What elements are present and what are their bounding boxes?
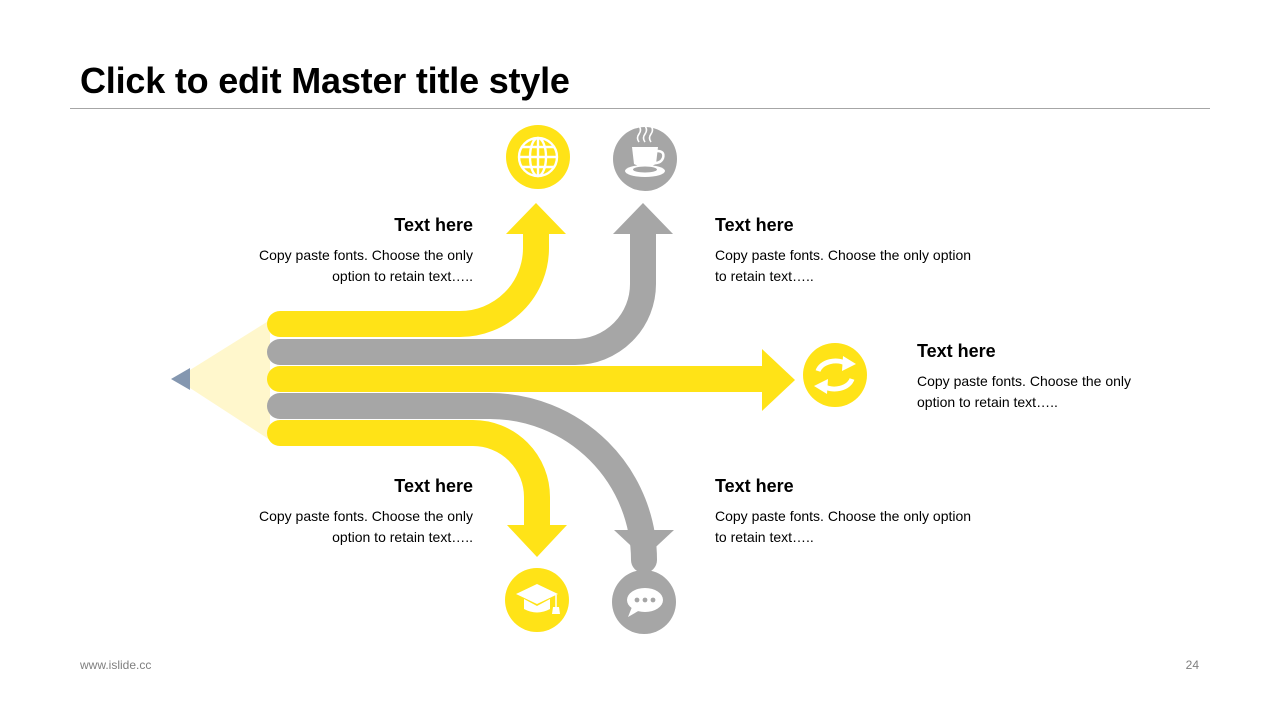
page-number: 24 (1185, 658, 1199, 672)
slide-title[interactable]: Click to edit Master title style (80, 60, 570, 101)
block-body-line: Copy paste fonts. Choose the only (258, 508, 473, 524)
block-body-line: option to retain text….. (332, 268, 473, 284)
block-body-line: Copy paste fonts. Choose the only (917, 373, 1132, 389)
arrow-gray-down (267, 393, 674, 573)
pencil-wood (190, 320, 270, 440)
block-body-line: to retain text….. (715, 268, 814, 284)
arrow-yellow-up (267, 203, 566, 337)
block-body-line: option to retain text….. (917, 394, 1058, 410)
text-block-bottom-right[interactable]: Text here Copy paste fonts. Choose the o… (715, 475, 995, 548)
graduation-cap-icon (505, 568, 569, 632)
arrow-yellow-down (267, 420, 567, 557)
block-body-line: to retain text….. (715, 529, 814, 545)
text-block-middle-right[interactable]: Text here Copy paste fonts. Choose the o… (917, 340, 1197, 413)
block-body: Copy paste fonts. Choose the only option… (715, 245, 995, 287)
block-body: Copy paste fonts. Choose the only option… (193, 245, 473, 287)
block-heading: Text here (715, 476, 794, 496)
block-heading: Text here (715, 215, 794, 235)
block-body-line: Copy paste fonts. Choose the only option (715, 508, 972, 524)
block-heading: Text here (917, 341, 996, 361)
pencil-tip (171, 368, 190, 390)
globe-icon (506, 125, 570, 189)
footer-url: www.islide.cc (80, 658, 152, 672)
block-body: Copy paste fonts. Choose the only option… (715, 506, 995, 548)
arrow-yellow-right (267, 349, 795, 411)
text-block-bottom-left[interactable]: Text here Copy paste fonts. Choose the o… (193, 475, 473, 548)
chat-bubble-icon (612, 570, 676, 634)
text-block-top-right[interactable]: Text here Copy paste fonts. Choose the o… (715, 214, 995, 287)
block-body-line: Copy paste fonts. Choose the only (258, 247, 473, 263)
text-block-top-left[interactable]: Text here Copy paste fonts. Choose the o… (193, 214, 473, 287)
title-divider (70, 108, 1210, 109)
block-heading: Text here (394, 215, 473, 235)
block-body-line: Copy paste fonts. Choose the only option (715, 247, 972, 263)
coffee-cup-icon (613, 125, 677, 191)
block-body: Copy paste fonts. Choose the only option… (917, 371, 1197, 413)
block-heading: Text here (394, 476, 473, 496)
refresh-icon (803, 343, 867, 407)
block-body: Copy paste fonts. Choose the only option… (193, 506, 473, 548)
block-body-line: option to retain text….. (332, 529, 473, 545)
arrow-gray-up (267, 203, 673, 365)
